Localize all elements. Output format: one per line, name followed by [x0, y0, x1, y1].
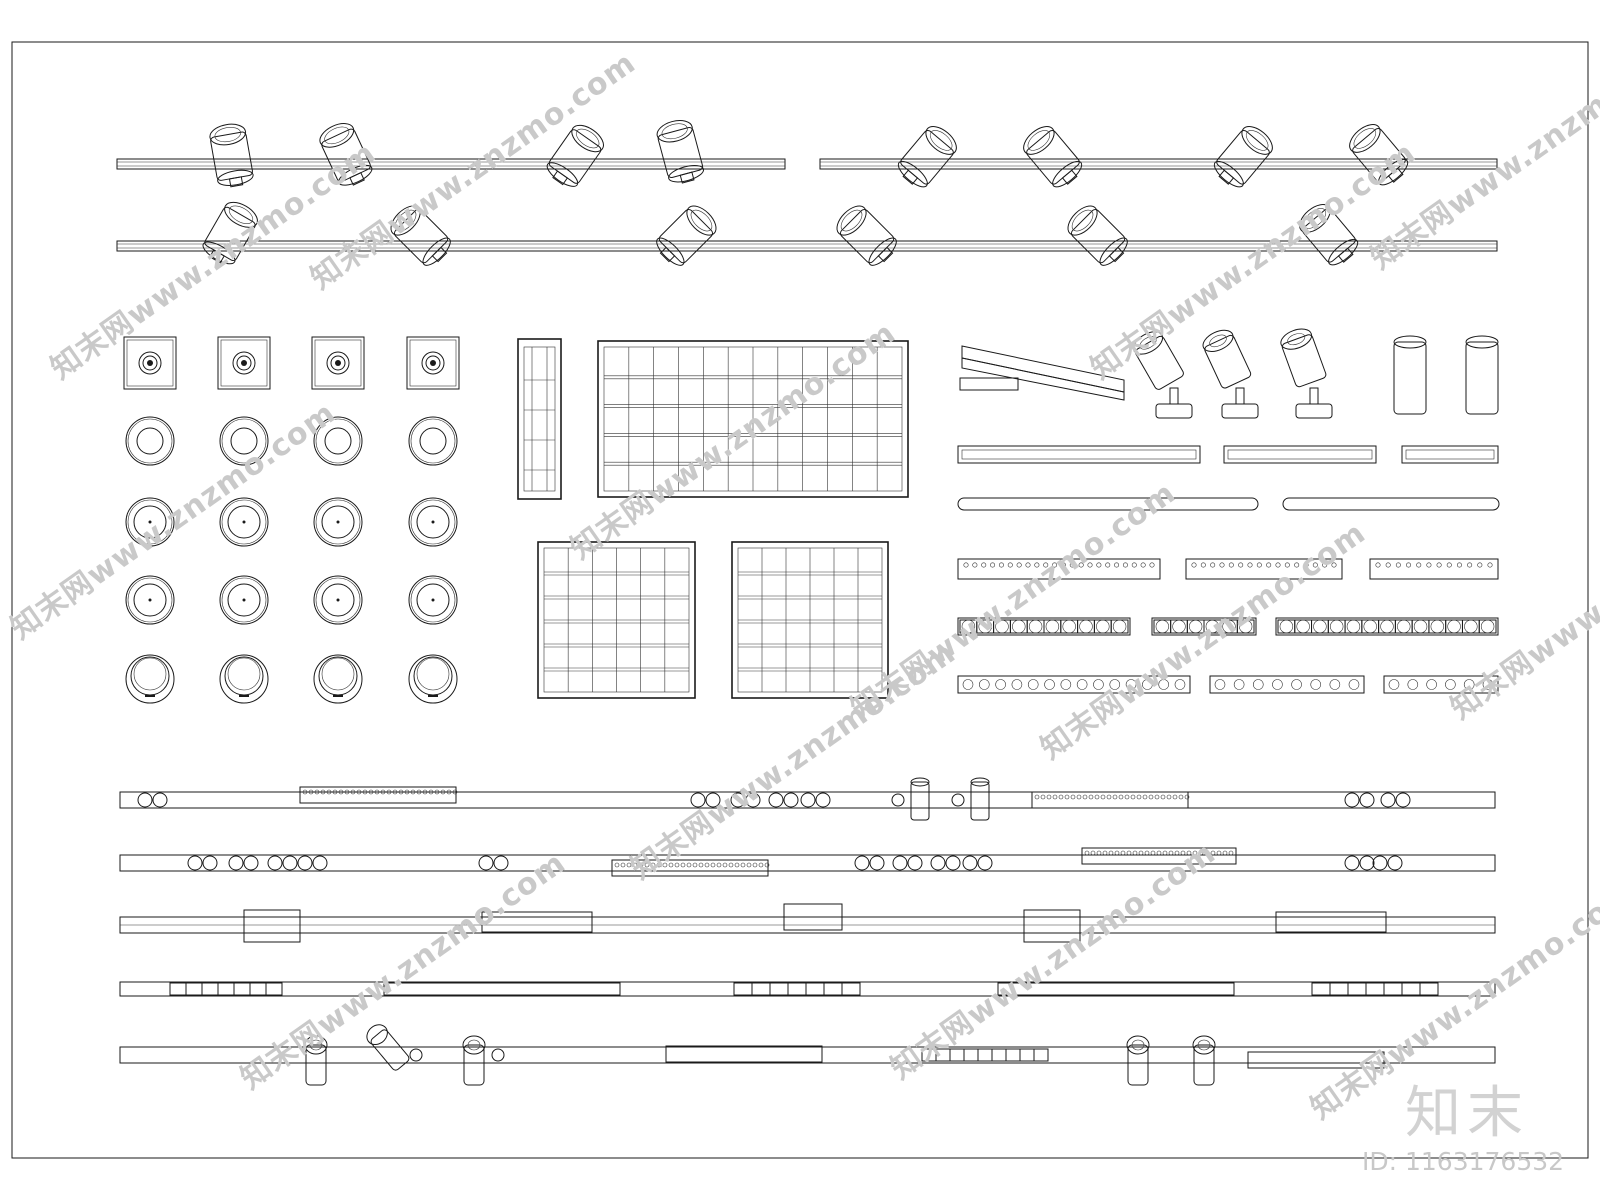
round-downlight: [408, 575, 458, 625]
square-downlight: [406, 336, 460, 390]
square-grille-panel-a: [537, 541, 696, 699]
round-downlight-deep: [125, 654, 175, 704]
track-spotlight: [209, 123, 254, 188]
track-rail-2: [116, 240, 1498, 252]
square-grille-panel-b: [731, 541, 889, 699]
large-grille-panel: [597, 340, 909, 498]
watermark-text: 知末网www.znzmo.com: [235, 845, 573, 1096]
adjustable-surface-spots: [1132, 328, 1333, 419]
track-rail-1b: [819, 158, 1498, 170]
track-spotlight: [202, 201, 258, 265]
track-spotlight: [1299, 204, 1359, 266]
linear-strip-lights: [957, 445, 1500, 694]
track-spotlight: [836, 205, 897, 266]
led-module-strip: [957, 617, 1131, 636]
narrow-grille-panel: [517, 338, 562, 500]
magnetic-track: [119, 1024, 1496, 1086]
round-downlight: [125, 497, 175, 547]
led-module-strip: [1383, 675, 1499, 694]
round-downlight-deep: [408, 654, 458, 704]
track-spotlight: [897, 126, 957, 188]
rounded-strip: [957, 497, 1259, 511]
track-rail-1a: [116, 158, 786, 170]
round-downlight: [313, 416, 363, 466]
track-spotlight: [319, 123, 373, 186]
surface-spotlight: [1280, 328, 1333, 419]
square-downlight: [217, 336, 271, 390]
track-spotlight: [656, 120, 705, 184]
cylinder-downlights: [1393, 335, 1499, 415]
led-module-strip: [1209, 675, 1365, 694]
track-spotlight: [1349, 124, 1409, 186]
surface-spotlight: [1202, 329, 1259, 419]
linear-strip: [1401, 445, 1499, 464]
square-downlight: [311, 336, 365, 390]
watermark-text: 知末网www.znzmo.com: [565, 315, 903, 566]
brand-logo: 知末: [1405, 1081, 1529, 1146]
led-module-strip: [1369, 558, 1499, 580]
magnetic-track: [119, 777, 1496, 821]
led-module-strip: [957, 558, 1161, 580]
track-spotlight: [1213, 126, 1273, 188]
magnetic-track-rows: [119, 777, 1496, 1086]
round-downlight: [313, 497, 363, 547]
watermark-text: 知末网www.znzmo.com: [5, 395, 343, 646]
downlight-grid: [123, 336, 460, 704]
watermark-text: 知末网www.znzmo.com: [1445, 475, 1600, 726]
surface-spotlight: [1132, 331, 1193, 419]
round-downlight: [408, 497, 458, 547]
square-downlight: [123, 336, 177, 390]
led-module-strip: [1185, 558, 1343, 580]
round-downlight: [313, 575, 363, 625]
track-spotlight: [656, 205, 717, 266]
linear-strip: [957, 445, 1201, 464]
round-downlight: [219, 575, 269, 625]
magnetic-track: [119, 981, 1496, 997]
led-module-strip: [1275, 617, 1499, 636]
watermark-text: 知末网www.znzmo.com: [625, 635, 963, 886]
round-downlight: [125, 416, 175, 466]
magnetic-track: [119, 847, 1496, 877]
round-downlight-deep: [313, 654, 363, 704]
sheet-border: [11, 41, 1589, 1159]
round-downlight: [408, 416, 458, 466]
led-module-strip: [1151, 617, 1257, 636]
grille-panels: [517, 338, 909, 699]
watermark-text: 知末网www.znzmo.com: [885, 835, 1223, 1086]
track-spotlight: [1067, 205, 1128, 266]
track-spotlight: [546, 124, 604, 187]
magnetic-track: [119, 903, 1496, 943]
rounded-strip: [1282, 497, 1500, 511]
round-downlight: [219, 416, 269, 466]
track-spotlight: [1023, 126, 1083, 188]
track-spotlight: [390, 205, 451, 266]
round-downlight: [125, 575, 175, 625]
led-module-strip: [957, 675, 1191, 694]
round-downlight: [219, 497, 269, 547]
linear-light-fixture: [959, 345, 1125, 401]
round-downlight-deep: [219, 654, 269, 704]
track-spotlight-group: [116, 120, 1498, 266]
drawing-id-label: ID: 1163176532: [1362, 1147, 1565, 1176]
linear-strip: [1223, 445, 1377, 464]
